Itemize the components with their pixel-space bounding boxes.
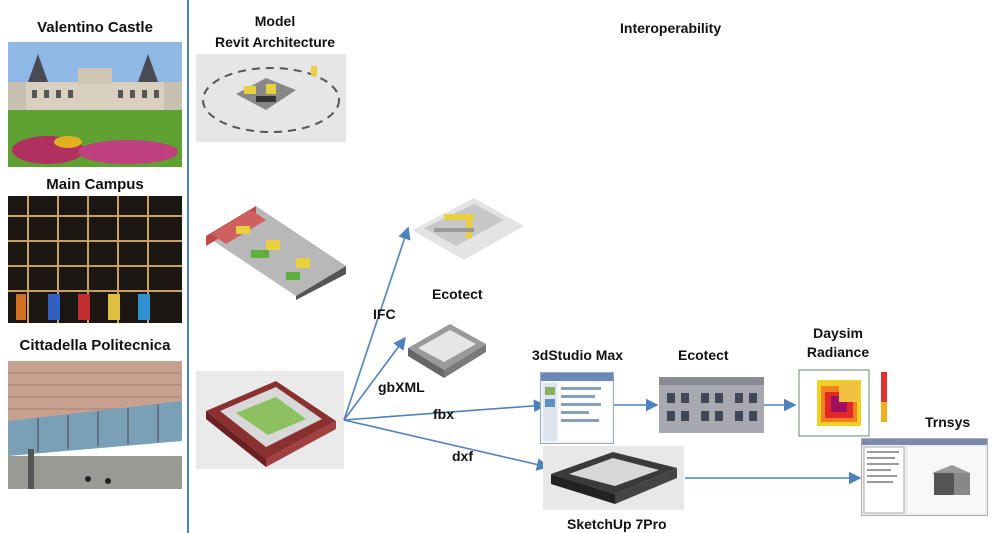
- model-subtitle: Revit Architecture: [214, 34, 336, 50]
- tool-label-3dstudio-max: 3dStudio Max: [532, 347, 624, 363]
- arrow-ifc: [343, 226, 411, 421]
- revit-3d-model-image: [196, 196, 352, 300]
- sketchup-model-image: [543, 446, 684, 510]
- site-label-cittadella: Cittadella Politecnica: [19, 337, 171, 354]
- main-campus-photo: [8, 196, 182, 323]
- revit-site-plan-image: [196, 54, 346, 142]
- site-label-main-campus: Main Campus: [46, 176, 144, 193]
- arrow-fbx: [343, 399, 547, 421]
- format-label-ifc: IFC: [373, 306, 396, 322]
- model-title: Model: [254, 13, 296, 29]
- 3dstudio-max-screenshot: [540, 372, 614, 444]
- ecotect-ifc-model-image: [404, 190, 528, 266]
- arrow-dxf: [343, 419, 550, 471]
- format-label-fbx: fbx: [433, 406, 454, 422]
- interoperability-title: Interoperability: [620, 20, 722, 36]
- tool-label-ecotect-mid: Ecotect: [678, 347, 729, 363]
- trnsys-screenshot: [861, 438, 988, 516]
- vertical-divider: [187, 0, 189, 533]
- tool-label-ecotect-top: Ecotect: [432, 286, 483, 302]
- tool-label-daysim: Daysim: [813, 325, 863, 341]
- daysim-radiance-heatmap-image: [797, 366, 891, 440]
- format-label-dxf: dxf: [452, 448, 473, 464]
- tool-label-sketchup: SketchUp 7Pro: [567, 516, 667, 532]
- arrow-gbxml: [343, 336, 406, 421]
- revit-rendered-model-image: [196, 371, 344, 469]
- valentino-castle-photo: [8, 42, 182, 167]
- site-label-valentino: Valentino Castle: [37, 19, 153, 36]
- tool-label-trnsys: Trnsys: [925, 414, 971, 430]
- gbxml-model-image: [404, 318, 490, 384]
- cittadella-politecnica-photo: [8, 361, 182, 489]
- ecotect-facade-image: [659, 377, 764, 433]
- format-label-gbxml: gbXML: [378, 379, 425, 395]
- tool-label-radiance: Radiance: [806, 344, 870, 360]
